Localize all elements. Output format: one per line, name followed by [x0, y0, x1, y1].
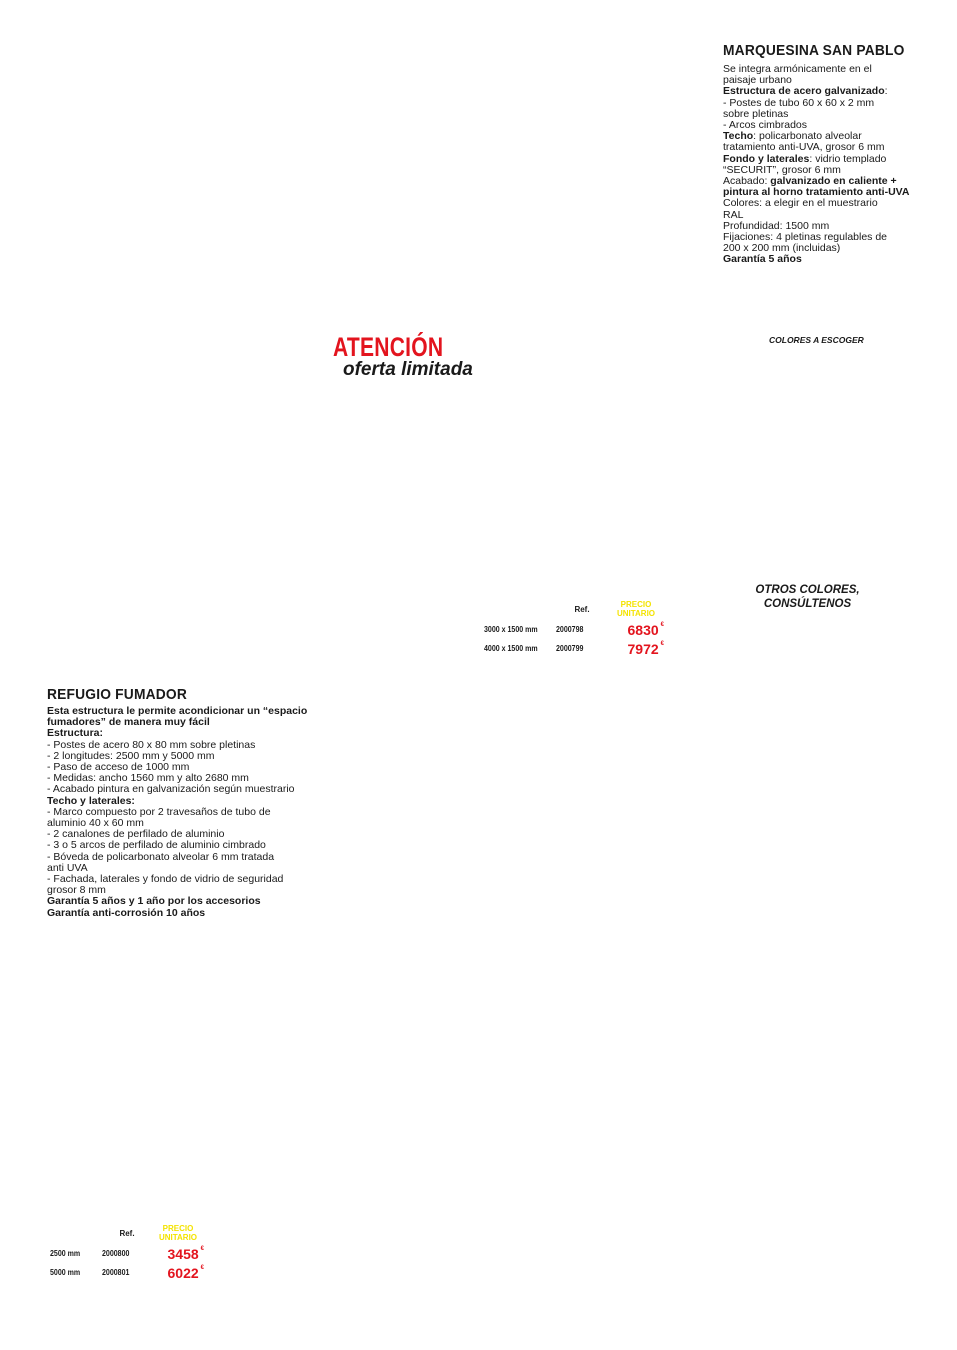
price-cell: 6830 — [627, 621, 659, 638]
table-row: 5000 mm 2000801 6022€ — [50, 1263, 204, 1282]
currency-symbol: € — [660, 621, 664, 628]
marquesina-title: MARQUESINA SAN PABLO — [723, 42, 905, 59]
description-line: Fondo y laterales: vidrio templado — [723, 152, 887, 165]
description-line: Colores: a elegir en el muestrario — [723, 197, 878, 210]
currency-symbol: € — [200, 1245, 204, 1252]
promo-oferta-limitada: oferta limitada — [343, 359, 473, 380]
table-row: 4000 x 1500 mm 2000799 7972€ — [484, 639, 664, 658]
ref-header: Ref. — [574, 604, 590, 614]
ref-cell: 2000801 — [102, 1268, 130, 1277]
other-colors-note: OTROS COLORES, CONSÚLTENOS — [735, 583, 880, 611]
price-header-line2: UNITARIO — [616, 609, 656, 618]
price-cell: 6022 — [167, 1264, 199, 1281]
table-row: 3000 x 1500 mm 2000798 6830€ — [484, 620, 664, 639]
currency-symbol: € — [200, 1264, 204, 1271]
ref-header: Ref. — [119, 1228, 135, 1238]
description-line: - Acabado pintura en galvanización según… — [47, 783, 295, 796]
ref-cell: 2000800 — [102, 1249, 130, 1258]
description-line: - Fachada, laterales y fondo de vidrio d… — [47, 873, 284, 886]
description-line: Techo y laterales: — [47, 794, 135, 807]
description-line: “SECURIT”, grosor 6 mm — [723, 163, 841, 176]
description-line: sobre pletinas — [723, 107, 789, 120]
description-line: aluminio 40 x 60 mm — [47, 817, 144, 830]
promo-atencion: ATENCIÓN — [333, 332, 444, 362]
price-header-line1: PRECIO — [620, 600, 652, 609]
description-line: Acabado: galvanizado en caliente + — [723, 175, 897, 188]
size-cell: 3000 x 1500 mm — [484, 625, 538, 634]
size-cell: 2500 mm — [50, 1249, 81, 1258]
description-line: paisaje urbano — [723, 74, 792, 87]
description-line: - 2 longitudes: 2500 mm y 5000 mm — [47, 749, 215, 762]
ref-cell: 2000799 — [556, 644, 584, 653]
price-cell: 7972 — [627, 640, 659, 657]
description-line: Esta estructura le permite acondicionar … — [47, 705, 308, 717]
description-line: - Postes de tubo 60 x 60 x 2 mm — [723, 96, 875, 109]
other-colors-note-line2: CONSÚLTENOS — [763, 598, 852, 610]
price-header-line2: UNITARIO — [158, 1233, 198, 1242]
description-line: - 2 canalones de perfilado de aluminio — [47, 828, 225, 841]
price-header: PRECIO UNITARIO — [152, 1222, 204, 1244]
description-line: 200 x 200 mm (incluidas) — [723, 242, 841, 255]
marquesina-price-table: Ref. PRECIO UNITARIO 3000 x 1500 mm 2000… — [484, 598, 664, 658]
description-line: tratamiento anti-UVA, grosor 6 mm — [723, 141, 885, 154]
description-line: - 3 o 5 arcos de perfilado de aluminio c… — [47, 839, 266, 852]
description-line: pintura al horno tratamiento anti-UVA — [723, 186, 910, 199]
description-line: Profundidad: 1500 mm — [723, 219, 830, 232]
refugio-title: REFUGIO FUMADOR — [47, 686, 187, 703]
description-line: Garantía 5 años — [723, 253, 802, 266]
colors-note: COLORES A ESCOGER — [769, 335, 864, 345]
ref-cell: 2000798 — [556, 625, 584, 634]
description-line: - Medidas: ancho 1560 mm y alto 2680 mm — [47, 772, 249, 785]
description-line: - Paso de acceso de 1000 mm — [47, 761, 190, 774]
refugio-price-table: Ref. PRECIO UNITARIO 2500 mm 2000800 345… — [50, 1222, 204, 1282]
description-line: - Marco compuesto por 2 travesaños de tu… — [47, 805, 271, 818]
description-line: Techo: policarbonato alveolar — [723, 130, 862, 143]
price-cell: 3458 — [167, 1245, 199, 1262]
description-line: Estructura: — [47, 727, 104, 740]
table-row: 2500 mm 2000800 3458€ — [50, 1244, 204, 1263]
description-line: anti UVA — [47, 861, 88, 874]
size-cell: 4000 x 1500 mm — [484, 644, 538, 653]
description-line: Estructura de acero galvanizado: — [723, 85, 888, 98]
size-cell: 5000 mm — [50, 1268, 81, 1277]
currency-symbol: € — [660, 640, 664, 647]
description-line: Fijaciones: 4 pletinas regulables de — [723, 231, 888, 244]
price-header-line1: PRECIO — [162, 1224, 194, 1233]
description-line: RAL — [723, 208, 744, 221]
description-line: - Arcos cimbrados — [723, 119, 808, 132]
description-line: - Bóveda de policarbonato alveolar 6 mm … — [47, 850, 275, 863]
description-line: Se integra armónicamente en el — [723, 63, 872, 75]
description-line: Garantía anti-corrosión 10 años — [47, 906, 206, 919]
refugio-description: Esta estructura le permite acondicionar … — [47, 705, 347, 919]
price-header: PRECIO UNITARIO — [608, 598, 664, 620]
other-colors-note-line1: OTROS COLORES, — [755, 584, 860, 596]
description-line: Garantía 5 años y 1 año por los accesori… — [47, 895, 261, 908]
description-line: grosor 8 mm — [47, 884, 106, 897]
description-line: fumadores” de manera muy fácil — [47, 716, 210, 729]
description-line: - Postes de acero 80 x 80 mm sobre pleti… — [47, 738, 256, 751]
